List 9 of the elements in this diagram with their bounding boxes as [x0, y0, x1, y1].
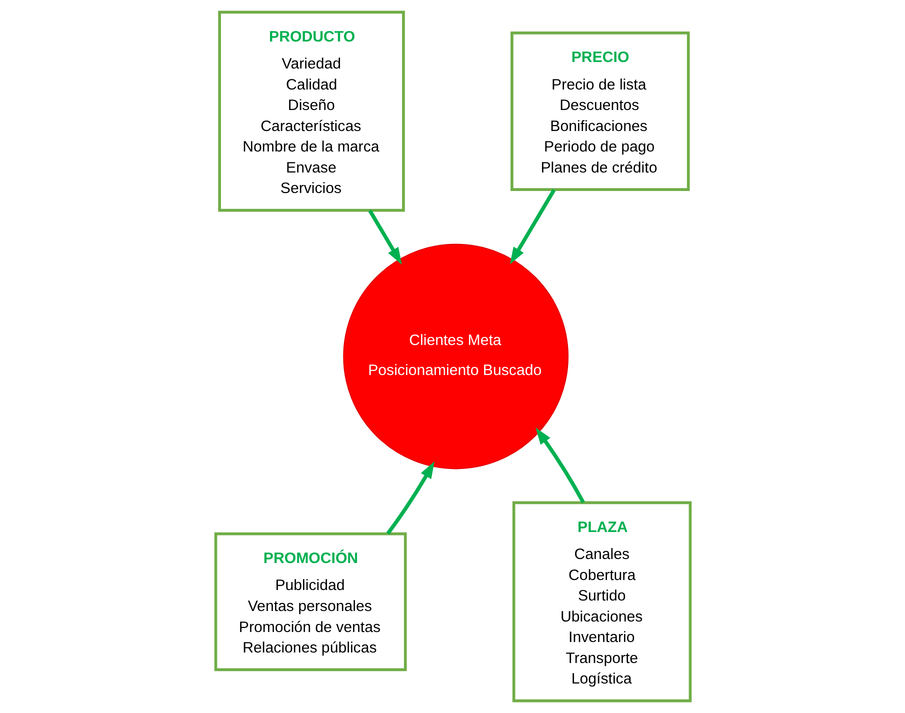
arrow: [509, 188, 556, 264]
arrow: [535, 427, 584, 504]
node-circle: Clientes Meta Posicionamiento Buscado: [342, 244, 568, 470]
node-box: PRODUCTO Variedad Calidad Diseño Características Nombre de la marca Envase Servicios: [218, 10, 404, 212]
node-box: PRECIO Precio de lista Descuentos Bonificaciones Periodo de pago Planes de crédito: [510, 32, 690, 191]
node-box: PROMOCIÓN Publicidad Ventas personales Promoción de ventas Relaciones públicas: [214, 532, 406, 672]
node-box: PLAZA Canales Cobertura Surtido Ubicaciones Inventario Transporte Logística: [512, 501, 692, 702]
arrow: [386, 461, 434, 535]
arrow: [368, 210, 402, 265]
